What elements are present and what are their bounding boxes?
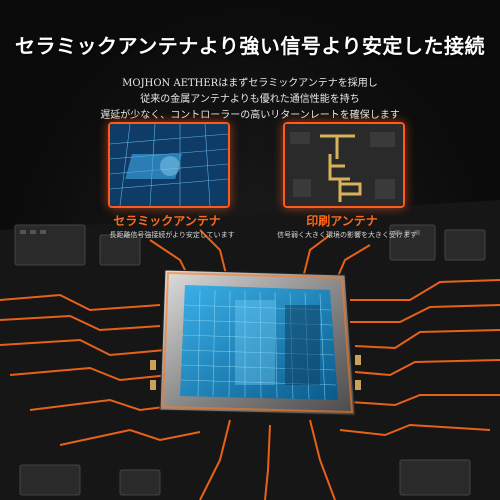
printed-antenna-image [283, 122, 405, 208]
intro-line-3: 遅延が少なく、コントローラーの高いリターンレートを確保します [100, 110, 400, 121]
ceramic-antenna-icon [110, 124, 228, 206]
ceramic-antenna-subtitle: 長距離信号強接続がより安定しています [109, 231, 235, 239]
intro-line-2: 従来の金属アンテナよりも優れた通信性能を持ち [140, 94, 360, 105]
intro-text: MOJHON AETHERはまずセラミックアンテナを採用し 従来の金属アンテナよ… [0, 76, 500, 124]
ceramic-antenna-title: セラミックアンテナ [113, 214, 221, 228]
printed-antenna-subtitle: 信号弱く大きく環境の影響を大きく受けます [277, 231, 417, 239]
printed-antenna-icon [285, 124, 403, 206]
intro-line-1: MOJHON AETHERはまずセラミックアンテナを採用し [122, 78, 378, 89]
printed-antenna-title: 印刷アンテナ [306, 214, 378, 228]
ceramic-antenna-image [108, 122, 230, 208]
headline: セラミックアンテナより強い信号より安定した接続 [15, 34, 485, 58]
